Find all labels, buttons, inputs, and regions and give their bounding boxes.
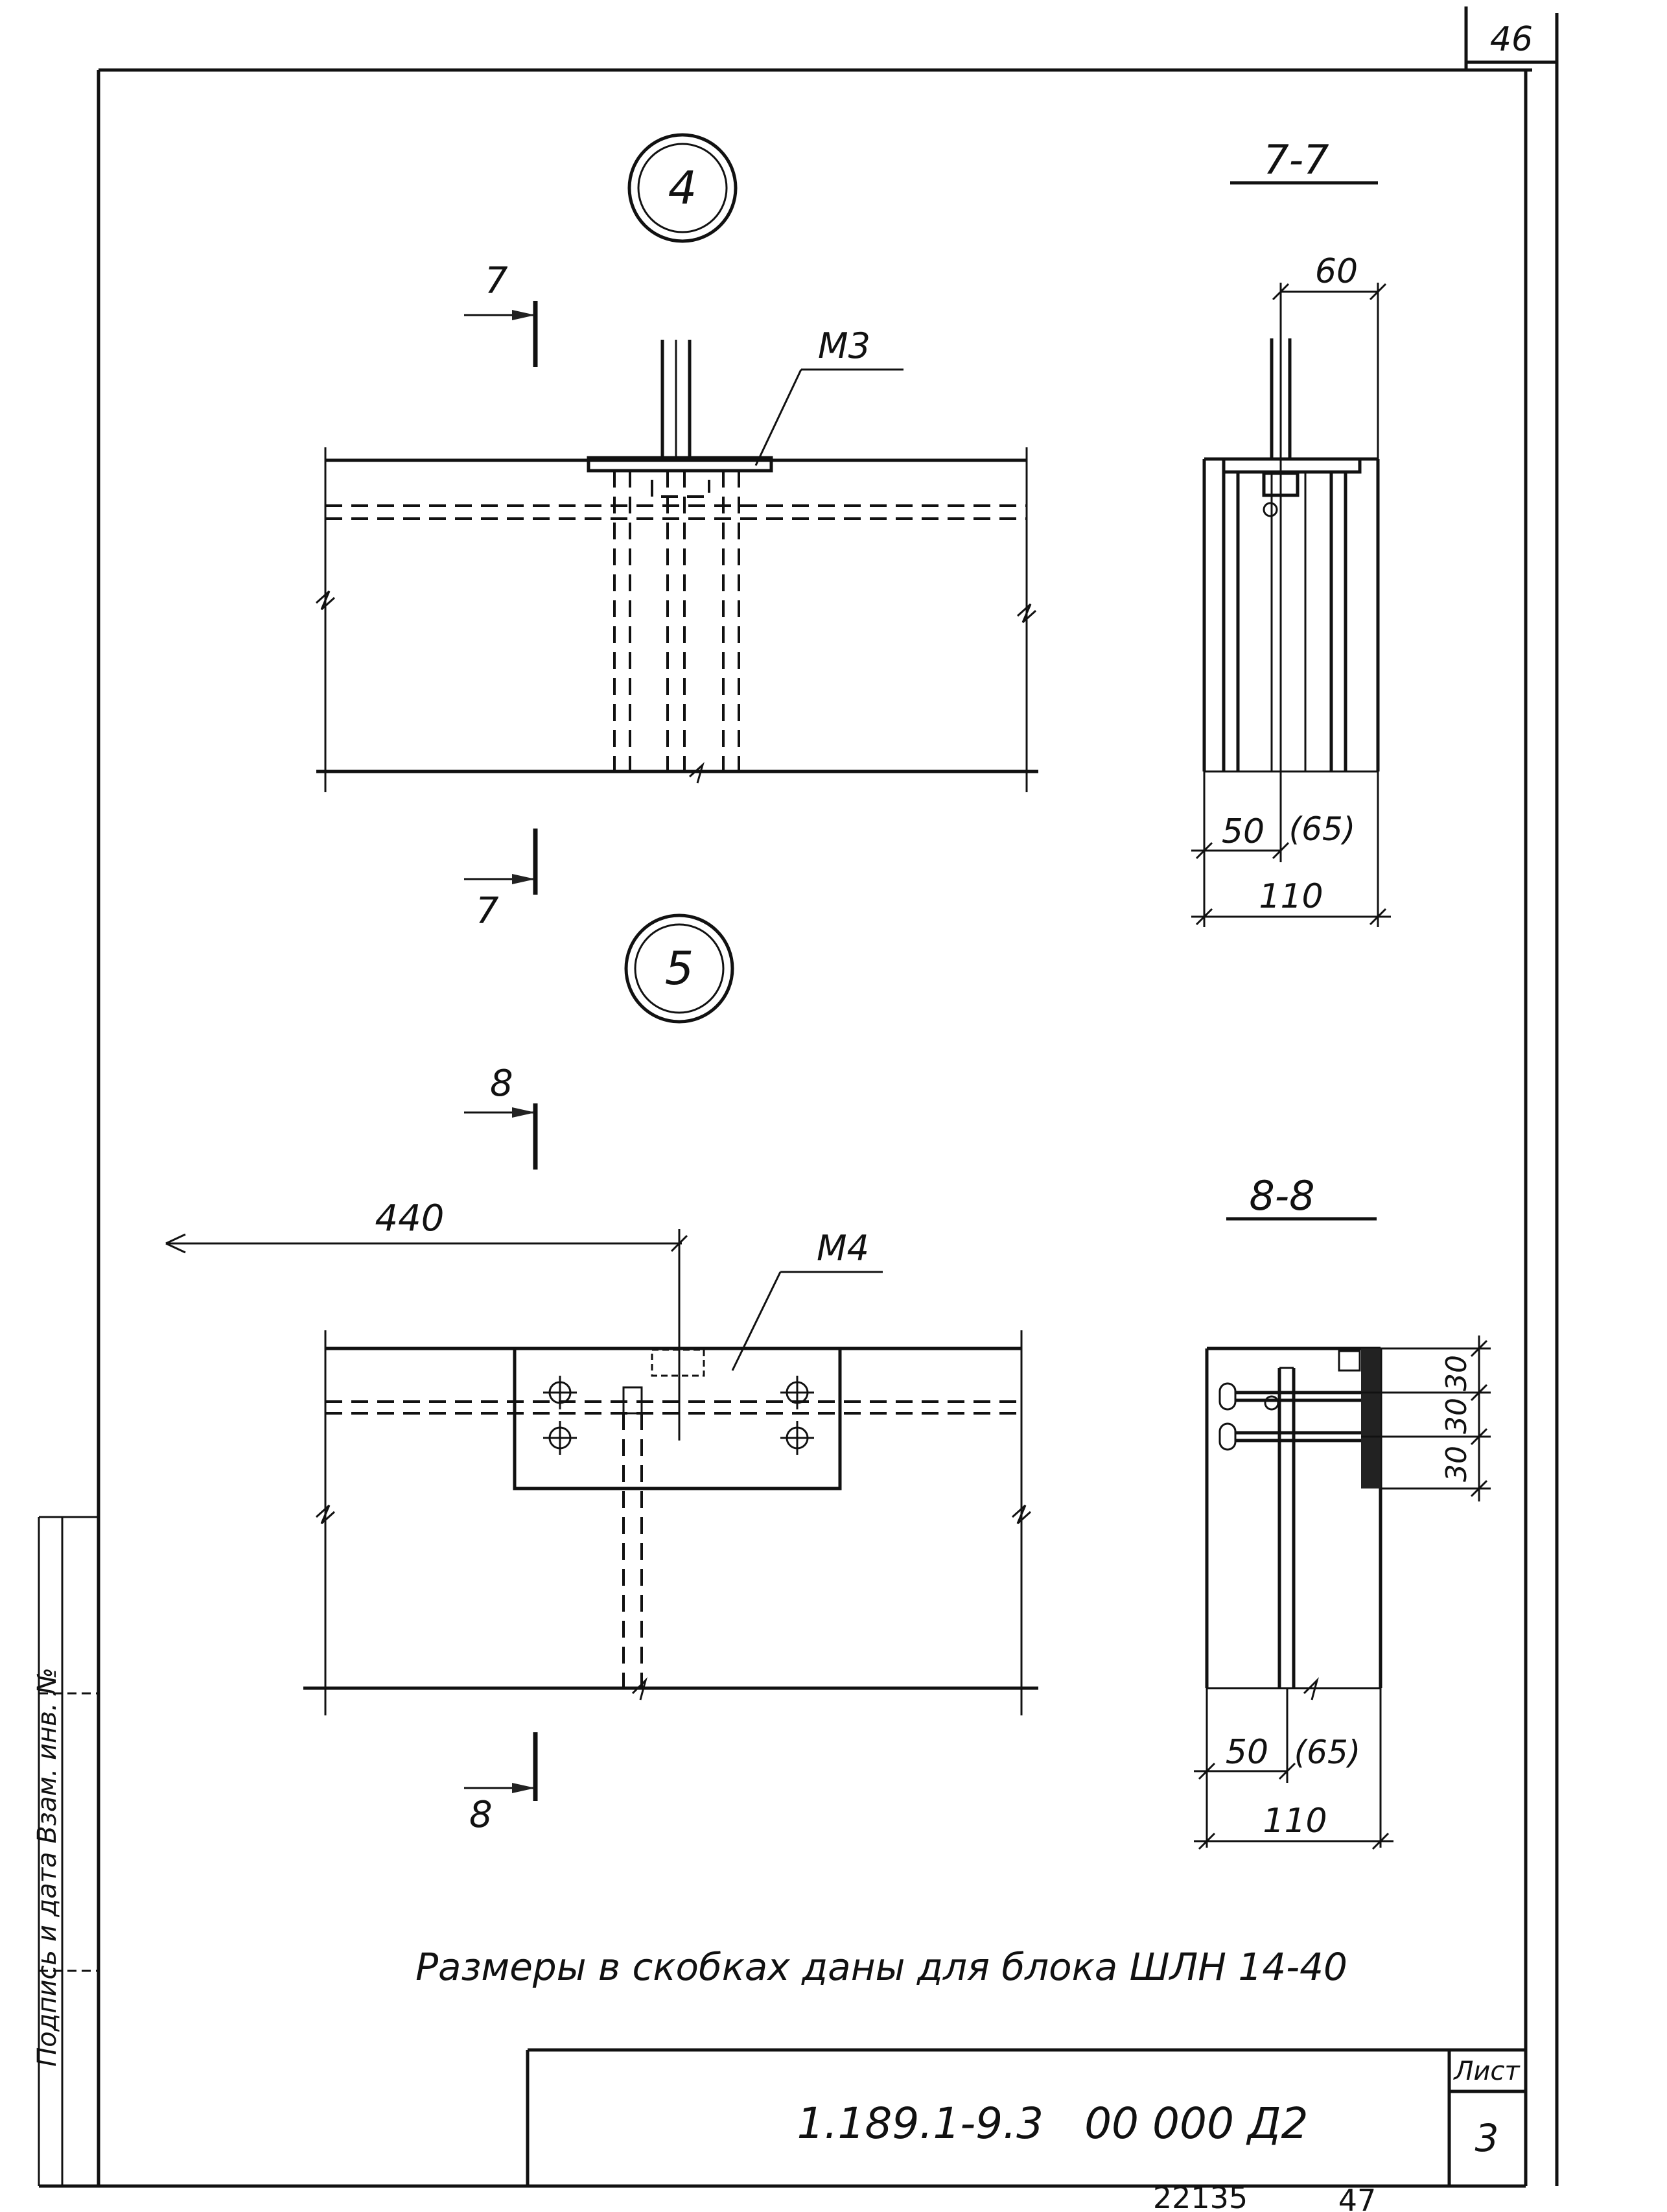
section-8-marker-top: 8 [490, 1063, 513, 1105]
footer-code: 22135 [1153, 2180, 1248, 2212]
section-8-dim-spacing-2: 30 [1440, 1398, 1473, 1434]
node-5-part-label: M4 [817, 1228, 869, 1269]
section-7-dim-offset: 50 [1222, 812, 1265, 851]
section-8-dim-spacing-1: 30 [1440, 1355, 1473, 1391]
side-stamp: Подпись и дата Взам. инв. № [32, 1516, 99, 2186]
section-7-cut-bottom: 7 [464, 829, 538, 932]
section-8-cut-top: 8 [464, 1063, 538, 1170]
footer-page: 47 [1338, 2183, 1377, 2212]
section-7-dim-top: 60 [1315, 252, 1358, 291]
section-8-dim-offset-alt: (65) [1294, 1734, 1361, 1771]
node-5-marker: 5 [624, 913, 734, 1024]
node-5-dim-distance: 440 [375, 1197, 445, 1240]
section-8-8-title: 8-8 [1249, 1172, 1314, 1219]
section-7-cut-top: 7 [464, 260, 538, 367]
bolt-holes [543, 1376, 814, 1455]
title-block-designation: 1.189.1-9.3 00 000 Д2 [797, 2099, 1308, 2148]
section-7-marker-bottom: 7 [476, 890, 499, 932]
title-block-sheet-label: Лист [1452, 2056, 1521, 2086]
section-8-marker-bottom: 8 [469, 1794, 493, 1836]
sheet-frame [39, 6, 1559, 2188]
section-8-cut-bottom: 8 [464, 1732, 538, 1836]
section-8-dim-offset: 50 [1226, 1733, 1268, 1772]
section-7-marker-top: 7 [485, 260, 508, 302]
section-7-7-title: 7-7 [1263, 136, 1329, 183]
side-stamp-text: Подпись и дата Взам. инв. № [32, 1667, 62, 2067]
top-page-number: 46 [1490, 20, 1533, 59]
title-block-sheet-number: 3 [1475, 2116, 1499, 2160]
section-8-dim-spacing-3: 30 [1440, 1446, 1473, 1482]
node-5-elevation: 440 M4 [165, 1197, 1038, 1715]
title-block: 1.189.1-9.3 00 000 Д2 Лист 3 [526, 2048, 1526, 2186]
section-8-8: 8-8 30 30 30 5 [1194, 1172, 1491, 1850]
node-4-elevation: M3 [315, 325, 1038, 792]
section-8-dim-width: 110 [1263, 1802, 1327, 1841]
section-7-7: 7-7 60 50 (65) 110 [1191, 136, 1391, 927]
dimension-note: Размеры в скобках даны для блока ШЛН 14-… [415, 1945, 1347, 1989]
node-4-marker: 4 [627, 133, 738, 243]
section-7-dim-width: 110 [1259, 877, 1323, 916]
section-7-dim-offset-alt: (65) [1289, 810, 1356, 848]
node-4-label: 4 [668, 161, 697, 215]
node-5-label: 5 [665, 942, 694, 995]
node-4-part-label: M3 [818, 325, 870, 366]
